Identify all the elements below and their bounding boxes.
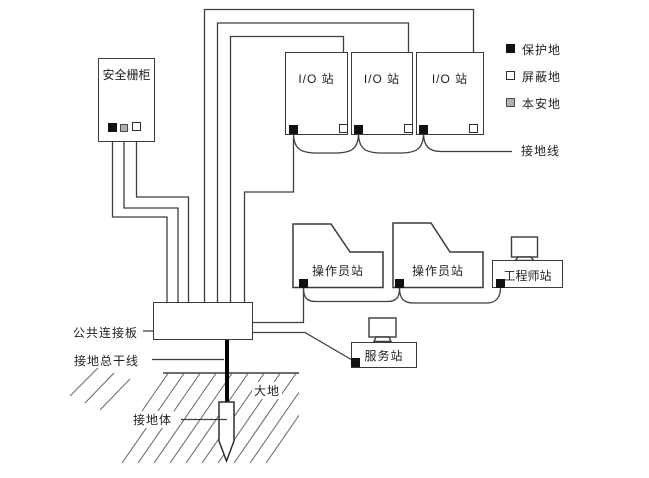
io1-shield-ground-point [339,124,348,133]
engineer-ground-point [496,279,505,288]
operator-station-2-label: 操作员站 [411,264,464,278]
server-station [351,342,417,368]
monitor-icons [368,236,539,343]
common-connection-board-label: 公共连接板 [73,326,139,340]
io2-protective-ground-point [354,125,363,134]
legend-protective-ground-label: 保护地 [522,43,562,57]
io3-protective-ground-point [419,125,428,134]
legend-shield-ground-label: 屏蔽地 [522,70,562,84]
legend-filled-square-icon [506,44,515,53]
io1-protective-ground-point [289,125,298,134]
station-bus-wires [245,287,502,361]
grounding-trunk-label: 接地总干线 [74,354,140,368]
grounding-electrode-label: 接地体 [131,411,175,428]
cabinet-intrinsic-ground-point [120,123,128,132]
operator2-ground-point [395,279,404,288]
io3-shield-ground-point [469,124,478,133]
engineer-monitor-icon [510,236,539,258]
legend-open-square-icon [506,71,515,80]
operator1-ground-point [299,279,308,288]
operator-station-1-label: 操作员站 [311,264,364,278]
legend-intrinsic-safe-ground-label: 本安地 [522,97,562,111]
operator-station-1-shape [292,223,384,289]
legend-ground-wire-label: 接地线 [521,144,561,158]
common-connection-board [153,302,253,340]
legend-gray-square-icon [506,98,515,107]
engineer-station-label: 工程师站 [503,269,552,283]
io-chain-wires [292,132,512,154]
server-station-label: 服务站 [364,349,404,363]
earth-hatch [69,367,299,463]
cabinet-shield-ground-point [132,122,141,131]
io-station-2-label: I/O 站 [363,72,401,86]
io-station-2 [351,52,413,135]
grounding-electrode-shape [218,401,235,464]
cabinet-ground-wires [111,130,190,310]
server-monitor-icon [368,317,397,338]
earth-label: 大地 [252,382,283,399]
cabinet-protective-ground-point [108,123,117,132]
operator-station-2-shape [392,222,484,289]
io-station-1 [285,52,348,135]
server-ground-point [351,358,360,367]
protective-riser-wire [243,137,295,310]
io2-shield-ground-point [404,124,413,133]
io-station-3 [416,52,484,135]
io-station-3-label: I/O 站 [431,72,469,86]
safety-barrier-cabinet-label: 安全栅柜 [102,68,151,82]
operator-station-shapes [292,222,484,289]
io-station-1-label: I/O 站 [298,72,335,86]
